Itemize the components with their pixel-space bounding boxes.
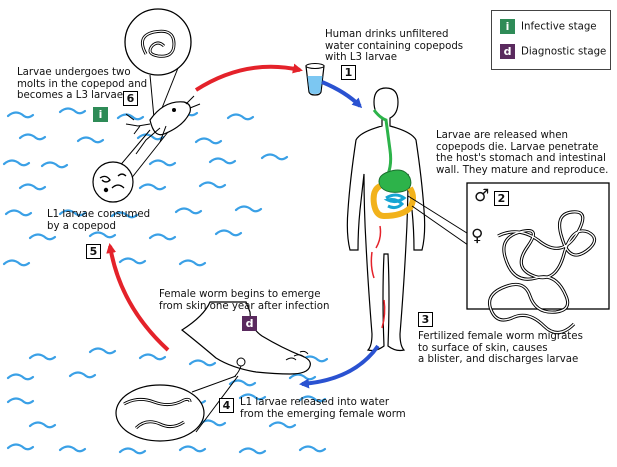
step-3-number: 3: [418, 312, 433, 327]
l1-larvae-oval: [115, 384, 205, 442]
step-6-text: Larvae undergoes two molts in the copepo…: [17, 67, 148, 102]
arrow-water-to-copepod: [106, 243, 170, 352]
adult-worm-box: [466, 182, 610, 335]
step-5-number: 5: [86, 244, 101, 259]
male-symbol: ♂: [474, 186, 490, 206]
digestive-organs: [370, 109, 416, 329]
infective-stage-marker: i: [93, 107, 108, 122]
step-5-text: L1 larvae consumed by a copepod: [47, 209, 151, 232]
step-2-number: 2: [494, 191, 509, 206]
water-waves-top: [2, 107, 289, 267]
step-3-text: Fertilized female worm migrates to surfa…: [418, 331, 583, 366]
step-4-text: L1 larvae released into water from the e…: [240, 397, 406, 420]
arrow-drink-to-human: [321, 80, 363, 109]
diagnostic-stage-marker: d: [242, 316, 257, 331]
infective-stage-badge: i: [500, 19, 515, 34]
foot-drawing: [180, 301, 311, 433]
callout-line-worm: [407, 195, 479, 241]
emergence-text: Female worm begins to emerge from skin o…: [159, 289, 330, 312]
step-1-text: Human drinks unfiltered water containing…: [325, 29, 464, 64]
copepod-larva-magnified: [124, 8, 192, 119]
step-2-text: Larvae are released when copepods die. L…: [436, 130, 609, 176]
l1-larvae-circle: [92, 129, 169, 203]
copepod-drawing: [125, 95, 201, 155]
water-glass: [305, 63, 325, 96]
legend: i Infective stage d Diagnostic stage: [491, 10, 611, 70]
legend-infective-label: Infective stage: [521, 21, 597, 33]
step-4-number: 4: [219, 398, 234, 413]
female-symbol: ♀: [471, 226, 484, 246]
legend-infective: i Infective stage: [500, 19, 597, 35]
legend-diagnostic: d Diagnostic stage: [500, 44, 606, 60]
human-figure: [346, 87, 426, 352]
arrow-copepod-to-drink: [194, 63, 303, 92]
diagnostic-stage-badge: d: [500, 44, 515, 59]
arrow-human-to-water: [299, 344, 380, 389]
step-1-number: 1: [341, 65, 356, 80]
legend-diagnostic-label: Diagnostic stage: [521, 46, 607, 58]
step-6-number: 6: [123, 91, 138, 106]
